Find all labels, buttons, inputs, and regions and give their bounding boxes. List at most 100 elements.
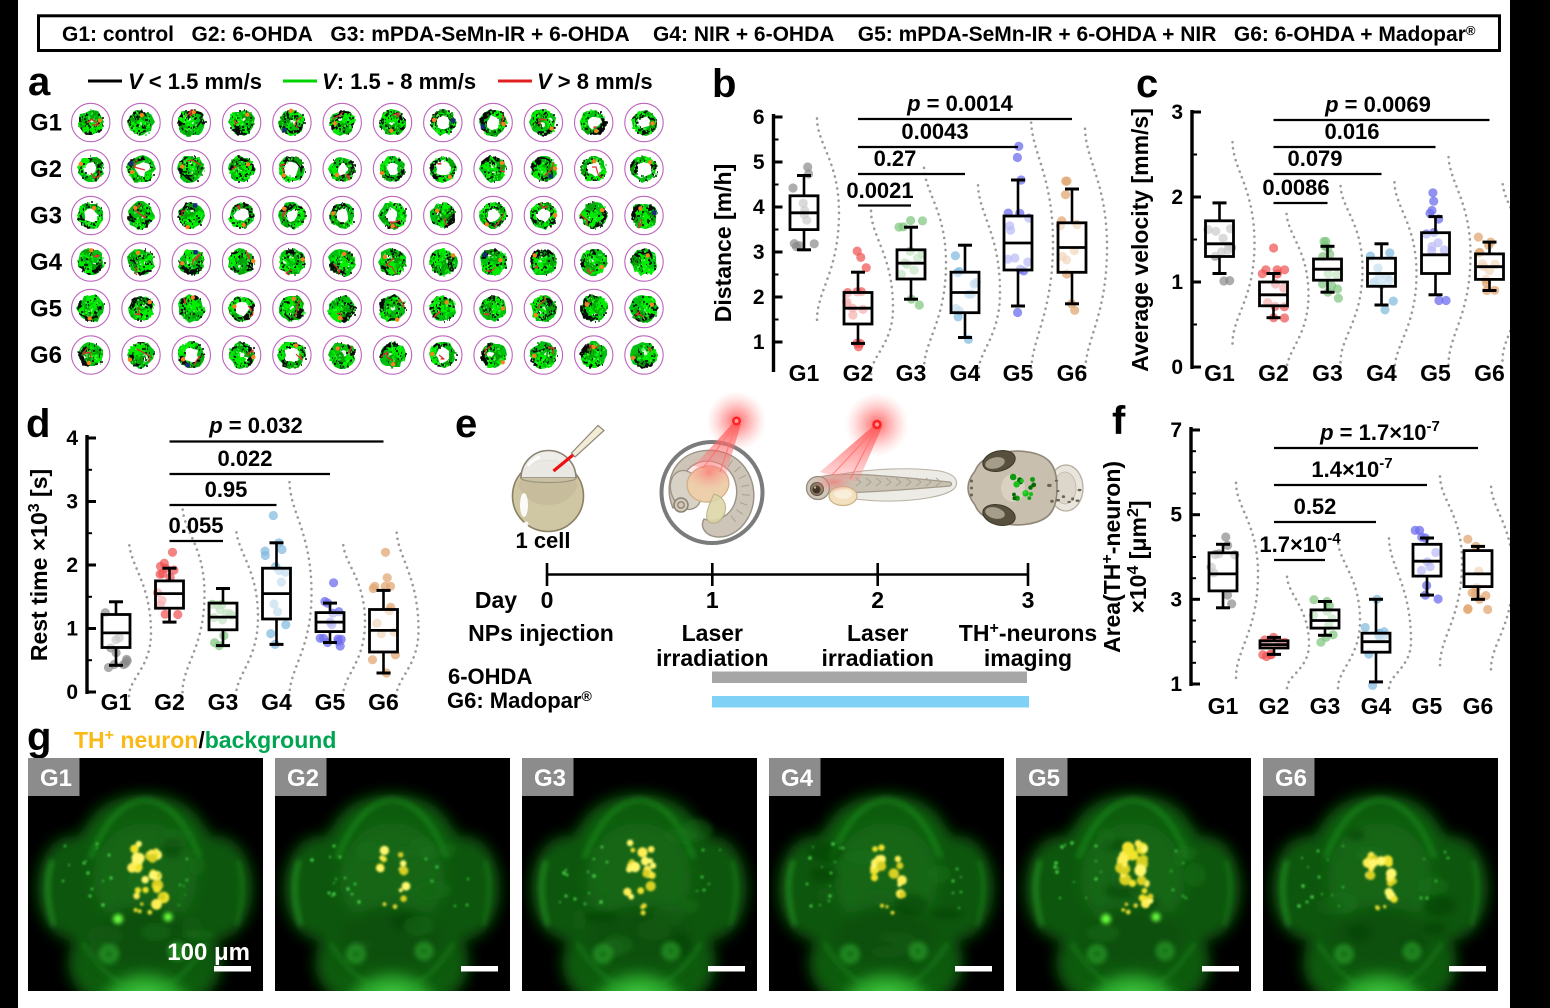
svg-text:5: 5 [1170, 504, 1182, 527]
svg-text:a: a [28, 60, 51, 104]
svg-text:0.0086: 0.0086 [1262, 175, 1329, 200]
svg-text:G6: G6 [1463, 693, 1494, 719]
svg-text:p = 0.0014: p = 0.0014 [906, 91, 1014, 116]
svg-text:0.0043: 0.0043 [901, 119, 968, 144]
svg-text:1: 1 [66, 618, 78, 641]
svg-text:G3: G3 [30, 203, 62, 230]
svg-text:c: c [1136, 62, 1158, 106]
svg-text:G5: G5 [1003, 360, 1034, 386]
svg-text:G3: G3 [534, 765, 566, 792]
svg-text:Laser: Laser [682, 620, 743, 646]
svg-text:G3: G3 [896, 360, 927, 386]
svg-text:2: 2 [1171, 186, 1183, 209]
svg-text:G2: G2 [1258, 360, 1289, 386]
svg-text:3: 3 [1022, 587, 1035, 613]
svg-text:G6: G6 [30, 342, 62, 369]
svg-text:G2: G2 [287, 765, 319, 792]
svg-text:0.022: 0.022 [217, 446, 272, 471]
svg-text:TH+ neuron/background: TH+ neuron/background [74, 727, 336, 753]
svg-text:G2: G2 [30, 156, 62, 183]
svg-text:×104 [μm2]: ×104 [μm2] [1125, 500, 1151, 613]
svg-text:Rest time ×103 [s]: Rest time ×103 [s] [26, 469, 52, 661]
svg-text:G2: G2 [843, 360, 874, 386]
svg-text:0: 0 [1171, 356, 1183, 379]
svg-text:G5: G5 [1420, 360, 1451, 386]
svg-text:0.27: 0.27 [874, 146, 917, 171]
svg-text:0.055: 0.055 [168, 513, 223, 538]
svg-text:1: 1 [753, 331, 765, 354]
svg-text:1 cell: 1 cell [515, 528, 570, 553]
svg-text:G6: G6 [1057, 360, 1088, 386]
svg-text:1: 1 [706, 587, 719, 613]
svg-text:G6: G6 [1275, 765, 1307, 792]
svg-text:Day: Day [475, 587, 517, 613]
svg-text:b: b [712, 62, 736, 106]
svg-text:G1: G1 [40, 765, 72, 792]
svg-text:f: f [1112, 399, 1126, 443]
svg-text:6: 6 [753, 106, 765, 129]
svg-text:2: 2 [753, 286, 765, 309]
svg-text:4: 4 [753, 196, 765, 219]
svg-text:G5: G5 [315, 689, 346, 715]
svg-text:0.079: 0.079 [1287, 146, 1342, 171]
svg-text:3: 3 [66, 491, 78, 514]
svg-text:4: 4 [66, 427, 78, 450]
svg-text:3: 3 [1170, 588, 1182, 611]
svg-text:0: 0 [541, 587, 554, 613]
svg-text:3: 3 [753, 241, 765, 264]
svg-text:G4: G4 [781, 765, 814, 792]
svg-text:Area(TH+-neuron): Area(TH+-neuron) [1099, 461, 1125, 653]
svg-text:d: d [26, 402, 50, 446]
svg-text:g: g [27, 715, 51, 759]
svg-text:e: e [455, 402, 477, 446]
svg-text:imaging: imaging [984, 645, 1072, 671]
svg-text:TH+-neurons: TH+-neurons [959, 620, 1097, 646]
svg-text:V > 8 mm/s: V > 8 mm/s [537, 69, 653, 94]
svg-text:G1: G1 [789, 360, 820, 386]
svg-text:5: 5 [753, 151, 765, 174]
svg-text:V: 1.5 - 8 mm/s: V: 1.5 - 8 mm/s [322, 69, 476, 94]
svg-text:G1: G1 [30, 110, 62, 137]
svg-text:G1: G1 [1208, 693, 1239, 719]
svg-text:G1: control G2: 6-OHDA G3:: G1: control G2: 6-OHDA G3: mPDA-SeMn-IR … [62, 23, 1476, 46]
svg-text:1.7×10-4: 1.7×10-4 [1259, 530, 1341, 557]
svg-text:G2: G2 [154, 689, 185, 715]
svg-text:G6: Madopar®: G6: Madopar® [447, 688, 592, 713]
svg-text:1.4×10-7: 1.4×10-7 [1311, 455, 1392, 482]
svg-text:0.95: 0.95 [205, 477, 248, 502]
svg-text:100 μm: 100 μm [167, 939, 250, 966]
svg-text:0.52: 0.52 [1294, 494, 1337, 519]
svg-text:1: 1 [1171, 271, 1183, 294]
svg-text:G5: G5 [30, 296, 62, 323]
svg-text:G6: G6 [368, 689, 399, 715]
svg-text:6-OHDA: 6-OHDA [448, 664, 532, 689]
svg-text:p = 0.032: p = 0.032 [208, 413, 303, 438]
svg-text:G5: G5 [1412, 693, 1443, 719]
svg-text:NPs injection: NPs injection [468, 620, 614, 646]
svg-text:G6: G6 [1474, 360, 1505, 386]
svg-text:Distance [m/h]: Distance [m/h] [710, 164, 736, 322]
svg-text:irradiation: irradiation [821, 645, 933, 671]
svg-text:1: 1 [1170, 673, 1182, 696]
svg-text:G1: G1 [101, 689, 132, 715]
svg-text:G4: G4 [1361, 693, 1392, 719]
svg-text:irradiation: irradiation [656, 645, 768, 671]
svg-text:G3: G3 [1312, 360, 1343, 386]
svg-text:0.0021: 0.0021 [846, 178, 913, 203]
svg-text:2: 2 [871, 587, 884, 613]
svg-text:Laser: Laser [847, 620, 908, 646]
svg-text:7: 7 [1170, 419, 1182, 442]
svg-text:2: 2 [66, 554, 78, 577]
svg-text:G4: G4 [261, 689, 292, 715]
svg-text:G4: G4 [950, 360, 981, 386]
svg-text:3: 3 [1171, 101, 1183, 124]
svg-text:G2: G2 [1259, 693, 1290, 719]
svg-text:G4: G4 [1366, 360, 1397, 386]
svg-text:Average velocity [mm/s]: Average velocity [mm/s] [1127, 108, 1153, 372]
svg-text:G3: G3 [208, 689, 239, 715]
svg-text:G1: G1 [1204, 360, 1235, 386]
svg-text:G4: G4 [30, 249, 63, 276]
svg-text:p = 1.7×10-7: p = 1.7×10-7 [1319, 418, 1440, 445]
svg-text:0: 0 [66, 681, 78, 704]
svg-text:p = 0.0069: p = 0.0069 [1324, 92, 1431, 117]
